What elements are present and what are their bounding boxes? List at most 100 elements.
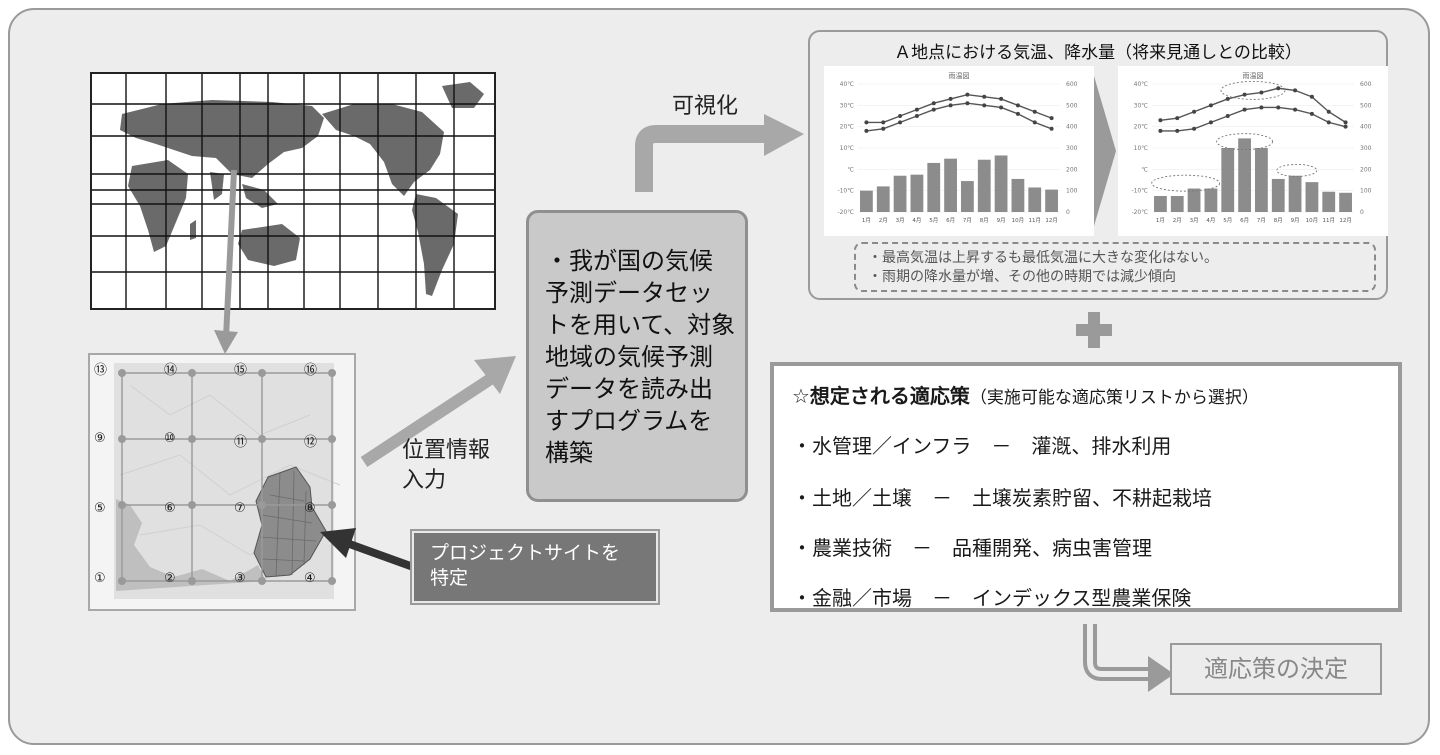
y-tick-left: -20℃ xyxy=(837,209,854,216)
grid-label-6: ⑥ xyxy=(164,501,176,516)
y-tick-left: -10℃ xyxy=(837,188,854,195)
note-2: ・雨期の降水量が増、その他の時期では減少傾向 xyxy=(868,269,1176,285)
y-tick-left: 10℃ xyxy=(1134,145,1149,152)
temperature-point xyxy=(1309,94,1314,99)
precip-bar xyxy=(977,159,991,212)
precip-bar xyxy=(1187,188,1201,212)
y-tick-right: 600 xyxy=(1066,81,1078,88)
y-tick-left: 20℃ xyxy=(840,124,855,131)
chart-title: 雨温図 xyxy=(1243,71,1264,80)
precip-bar xyxy=(1305,182,1319,212)
x-tick-label: 7月 xyxy=(963,217,972,224)
y-tick-left: -10℃ xyxy=(1131,188,1148,195)
temperature-point xyxy=(999,105,1004,110)
grid-label-7: ⑦ xyxy=(234,501,246,516)
decision-arrow xyxy=(1083,624,1174,692)
temperature-point xyxy=(1276,105,1281,110)
temperature-point xyxy=(1242,107,1247,112)
temperature-point xyxy=(948,103,953,108)
temperature-point xyxy=(931,101,936,106)
x-tick-label: 2月 xyxy=(1173,217,1182,224)
temperature-point xyxy=(1015,103,1020,108)
decision-box: 適応策の決定 xyxy=(1170,643,1382,695)
temperature-point xyxy=(1032,109,1037,114)
temperature-point xyxy=(965,101,970,106)
temperature-point xyxy=(1208,103,1213,108)
down-arrow xyxy=(214,170,238,354)
grid-label-10: ⑩ xyxy=(164,431,176,446)
world-map xyxy=(90,72,496,310)
temperature-point xyxy=(965,92,970,97)
precip-bar xyxy=(944,158,957,212)
y-tick-right: 500 xyxy=(1066,102,1078,109)
adaptation-item-3: ・農業技術 － 品種開発、病虫害管理 xyxy=(792,536,1152,560)
chart-panel-title: Ａ地点における気温、降水量（将来見通しとの比較） xyxy=(894,43,1302,63)
y-tick-right: 100 xyxy=(1066,188,1078,195)
y-tick-right: 500 xyxy=(1360,102,1372,109)
temperature-point xyxy=(1158,118,1163,123)
highlight-ellipse xyxy=(1151,174,1221,192)
y-tick-left: 40℃ xyxy=(840,81,855,88)
temperature-point xyxy=(881,120,886,125)
y-tick-left: 20℃ xyxy=(1134,124,1149,131)
grid-label-11: ⑪ xyxy=(234,435,248,450)
precip-bar xyxy=(927,162,941,212)
precip-bar xyxy=(1221,148,1235,212)
temperature-point xyxy=(1175,116,1180,121)
temperature-point xyxy=(982,94,987,99)
precip-bar xyxy=(1204,188,1218,212)
position-input-label: 位置情報 入力 xyxy=(402,438,491,493)
temperature-point xyxy=(898,120,903,125)
precip-bar xyxy=(994,155,1008,212)
grid-label-13: ⑬ xyxy=(94,363,108,378)
x-tick-label: 3月 xyxy=(896,217,905,224)
chart-title: 雨温図 xyxy=(949,71,970,80)
y-tick-left: 30℃ xyxy=(840,102,855,109)
highlight-ellipse xyxy=(1220,80,1286,100)
y-tick-left: ℃ xyxy=(1141,166,1148,173)
grid-label-2: ② xyxy=(164,571,176,586)
visualize-label: 可視化 xyxy=(672,94,739,119)
adaptation-title-sub: （実施可能な適応策リストから選択） xyxy=(969,388,1259,408)
y-tick-left: ℃ xyxy=(847,166,854,173)
x-tick-label: 8月 xyxy=(980,217,989,224)
temperature-point xyxy=(1175,128,1180,133)
temperature-point xyxy=(1326,120,1331,125)
temperature-point xyxy=(1259,105,1264,110)
grid-label-15: ⑮ xyxy=(234,363,248,378)
temperature-point xyxy=(1293,107,1298,112)
precip-bar xyxy=(860,190,873,212)
adaptation-title: ☆想定される適応策（実施可能な適応策リストから選択） xyxy=(792,380,1259,409)
temperature-point xyxy=(1343,120,1348,125)
precip-bar xyxy=(1011,178,1025,212)
y-tick-right: 0 xyxy=(1066,209,1070,216)
visualize-arrow xyxy=(635,114,804,192)
input-arrow xyxy=(360,356,516,468)
temperature-point xyxy=(914,107,919,112)
x-tick-label: 4月 xyxy=(1206,217,1215,224)
precip-bar xyxy=(1028,187,1042,212)
adaptation-item-2: ・土地／土壌 － 土壌炭素貯留、不耕起栽培 xyxy=(792,486,1212,510)
temperature-point xyxy=(948,96,953,101)
temperature-line xyxy=(866,93,1052,124)
adaptation-item-4: ・金融／市場 － インデックス型農業保険 xyxy=(792,586,1192,610)
temperature-point xyxy=(1049,116,1054,121)
precip-bar xyxy=(1271,178,1285,212)
temperature-point xyxy=(1242,92,1247,97)
chart-panel: Ａ地点における気温、降水量（将来見通しとの比較） 雨温図 40℃ 30℃ 20℃ 10℃… xyxy=(808,30,1388,300)
temperature-point xyxy=(1326,109,1331,114)
temperature-point xyxy=(982,103,987,108)
note-1: ・最高気温は上昇するも最低気温に大きな変化はない。 xyxy=(868,250,1218,266)
temperature-line xyxy=(866,102,1052,132)
temperature-point xyxy=(864,120,869,125)
precip-bar xyxy=(1255,148,1268,212)
adaptation-item-1: ・水管理／インフラ － 灌漑、排水利用 xyxy=(792,434,1172,458)
x-tick-label: 10月 xyxy=(1306,217,1319,224)
x-tick-label: 4月 xyxy=(912,217,921,224)
temperature-point xyxy=(864,128,869,133)
highlight-ellipse xyxy=(1216,133,1274,151)
grid-label-8: ⑧ xyxy=(304,501,316,516)
y-tick-right: 600 xyxy=(1360,81,1372,88)
